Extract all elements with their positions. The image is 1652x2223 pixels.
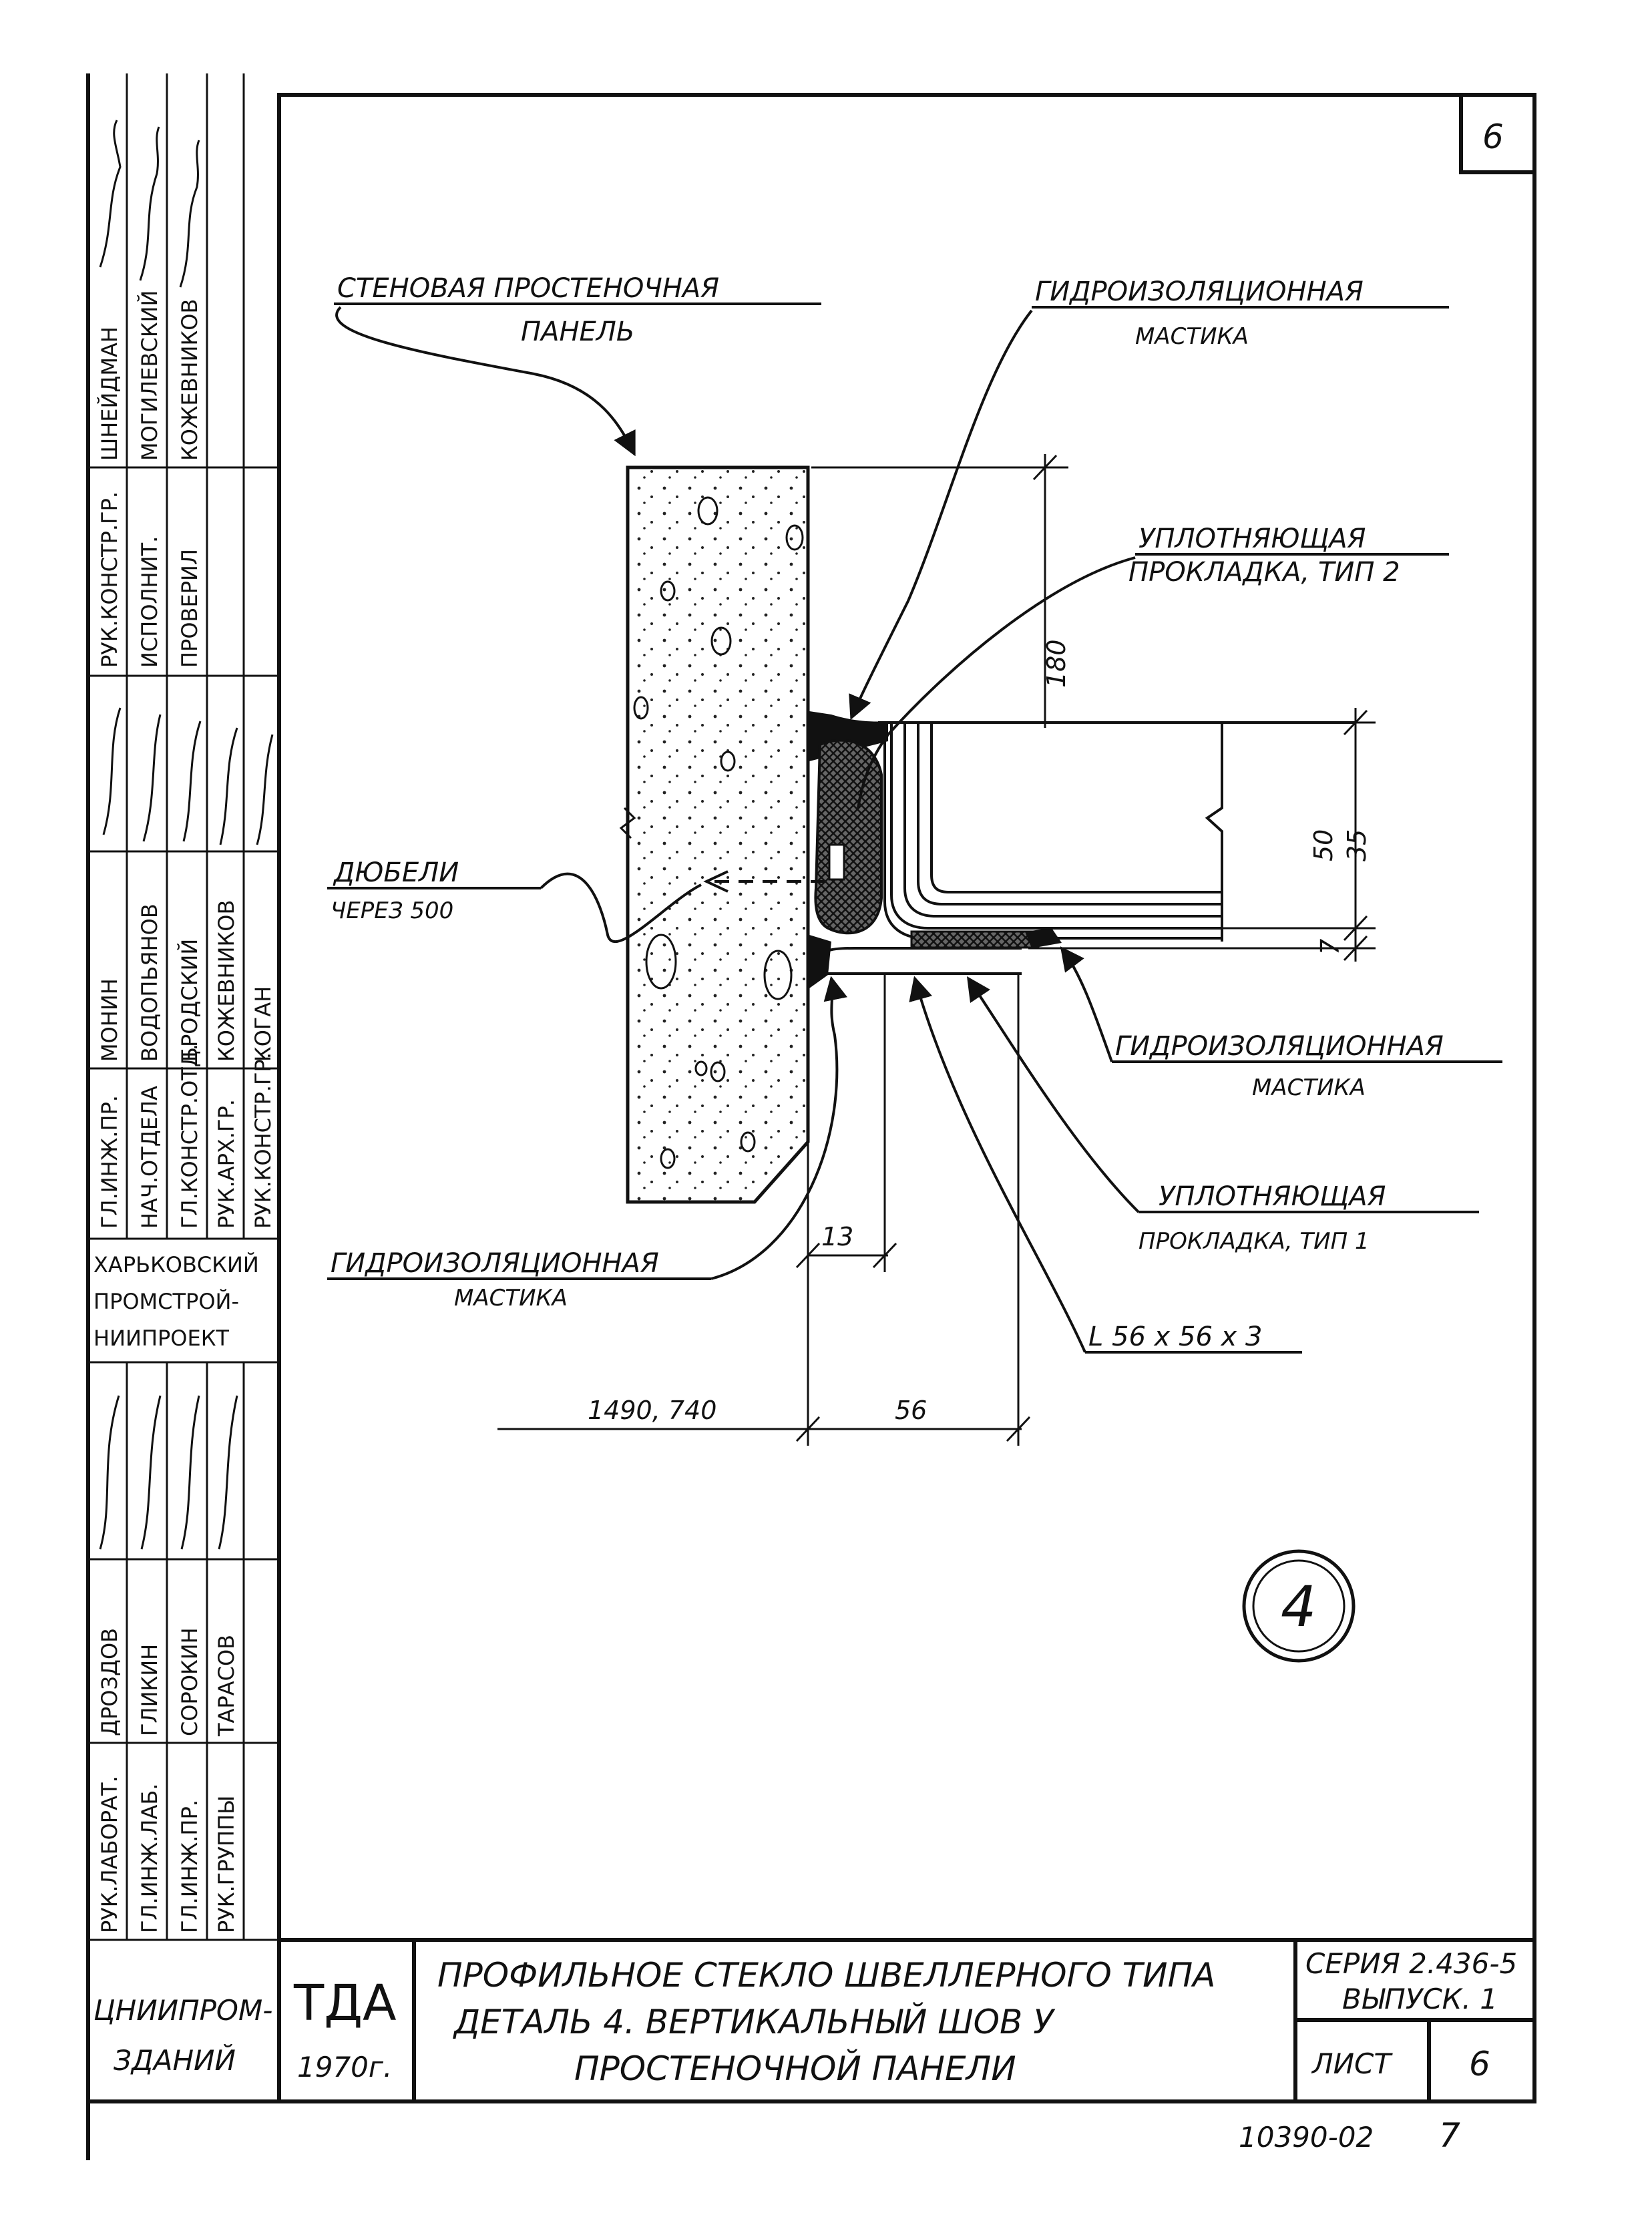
org-line: ХАРЬКОВСКИЙ <box>93 1252 259 1277</box>
dowels-label-1: ДЮБЕЛИ <box>333 857 459 888</box>
archive-number: 10390-02 <box>1239 2121 1374 2154</box>
angle-profile <box>807 947 1022 975</box>
dim-56: 56 <box>895 1396 927 1425</box>
dowels-label-2: ЧЕРЕЗ 500 <box>331 897 453 924</box>
dim-7: 7 <box>1315 939 1345 955</box>
gasket2-label-1: УПЛОТНЯЮЩАЯ <box>1139 524 1366 554</box>
name-cell: МОНИН <box>97 978 122 1062</box>
mastic-right <box>1025 928 1062 948</box>
name-cell: СОРОКИН <box>177 1627 202 1736</box>
name-cell: КОГАН <box>250 986 276 1062</box>
role-cell: НАЧ.ОТДЕЛА <box>137 1086 162 1229</box>
wall-panel-label-2: ПАНЕЛЬ <box>521 317 634 347</box>
role-cell: РУК.АРХ.ГР. <box>214 1099 239 1229</box>
role-cell: РУК.КОНСТР.ГР. <box>250 1052 276 1229</box>
gasket-type-1 <box>910 930 1040 949</box>
lower-signatures <box>99 1395 238 1550</box>
lower-names: ДРОЗДОВ ГЛИКИН СОРОКИН ТАРАСОВ <box>97 1627 239 1737</box>
title-sheet-value: 6 <box>1469 2045 1490 2083</box>
title-issue: ВЫПУСК. 1 <box>1342 1983 1498 2015</box>
title-line-2: ДЕТАЛЬ 4. ВЕРТИКАЛЬНЫЙ ШОВ У <box>453 2002 1056 2041</box>
name-cell: ШНЕЙДМАН <box>97 327 122 461</box>
sheet-frames <box>86 73 1536 2160</box>
name-cell: КОЖЕВНИКОВ <box>177 299 202 461</box>
org-line: НИИПРОЕКТ <box>93 1326 229 1351</box>
mastic-bottom <box>809 935 831 988</box>
mastic-right-label-1: ГИДРОИЗОЛЯЦИОННАЯ <box>1115 1031 1444 1062</box>
org-bottom: ЦНИИПРОМ- ЗДАНИЙ <box>93 1994 272 2077</box>
dim-180: 180 <box>1042 639 1071 688</box>
dim-35: 35 <box>1342 829 1372 861</box>
detail-number: 4 <box>1281 1574 1316 1639</box>
gasket1-label-1: УПЛОТНЯЮЩАЯ <box>1159 1181 1386 1212</box>
org-line: ЦНИИПРОМ- <box>93 1994 272 2027</box>
mastic-bottom-label-2: МАСТИКА <box>454 1285 568 1311</box>
role-cell: РУК.КОНСТР.ГР. <box>97 491 122 668</box>
joint-detail-drawing: 180 50 35 7 13 56 1490, 740 СТЕНОВАЯ ПРО… <box>327 273 1502 1663</box>
role-cell: ИСПОЛНИТ. <box>137 536 162 668</box>
angle-label: L 56 x 56 x 3 <box>1088 1322 1262 1352</box>
name-cell: ГЛИКИН <box>137 1644 162 1736</box>
middle-names: МОНИН ВОДОПЬЯНОВ БРОДСКИЙ КОЖЕВНИКОВ КОГ… <box>97 900 276 1062</box>
name-cell: ВОДОПЬЯНОВ <box>137 903 162 1062</box>
name-cell: ДРОЗДОВ <box>97 1628 122 1736</box>
dowel-head <box>828 843 845 881</box>
role-cell: ГЛ.КОНСТР.ОТД. <box>177 1044 202 1229</box>
role-cell: ГЛ.ИНЖ.ЛАБ. <box>137 1784 162 1933</box>
mastic-top-label-1: ГИДРОИЗОЛЯЦИОННАЯ <box>1035 276 1364 307</box>
dim-50: 50 <box>1309 829 1338 861</box>
name-cell: ТАРАСОВ <box>214 1635 239 1737</box>
panel-aggregate <box>633 496 804 1169</box>
role-cell: РУК.ГРУППЫ <box>214 1796 239 1933</box>
approval-side-table: РУК.КОНСТР.ГР. ИСПОЛНИТ. ПРОВЕРИЛ ШНЕЙДМ… <box>88 73 279 2077</box>
upper-signatures <box>99 120 200 288</box>
wall-panel <box>626 465 810 1204</box>
corner-sheet-number: 6 <box>1482 118 1504 156</box>
title-code: ТДА <box>293 1975 397 2032</box>
title-block: ТДА 1970г. ПРОФИЛЬНОЕ СТЕКЛО ШВЕЛЛЕРНОГО… <box>279 1938 1534 2101</box>
gasket2-label-2: ПРОКЛАДКА, ТИП 2 <box>1128 557 1400 588</box>
archive-page: 7 <box>1439 2116 1460 2155</box>
role-cell: РУК.ЛАБОРАТ. <box>97 1776 122 1933</box>
org-line: ЗДАНИЙ <box>114 2043 236 2077</box>
corner-sheet-number-box: 6 <box>1459 95 1534 174</box>
upper-names: ШНЕЙДМАН МОГИЛЕВСКИЙ КОЖЕВНИКОВ <box>97 290 202 461</box>
detail-number-bubble: 4 <box>1242 1549 1356 1663</box>
middle-signatures <box>102 707 274 845</box>
dimension-lines <box>497 454 1376 1446</box>
dim-13: 13 <box>821 1222 853 1251</box>
name-cell: БРОДСКИЙ <box>177 939 202 1062</box>
title-series: СЕРИЯ 2.436-5 <box>1305 1947 1517 1980</box>
role-cell: ГЛ.ИНЖ.ПР. <box>97 1095 122 1229</box>
org-middle: ХАРЬКОВСКИЙ ПРОМСТРОЙ- НИИПРОЕКТ <box>93 1252 259 1351</box>
title-year: 1970г. <box>297 2051 392 2083</box>
gasket-type-2 <box>814 739 883 935</box>
glass-layers <box>878 721 1356 940</box>
dowel-arrow <box>703 870 729 893</box>
dim-1490: 1490, 740 <box>588 1396 716 1425</box>
name-cell: КОЖЕВНИКОВ <box>214 900 239 1062</box>
middle-roles: ГЛ.ИНЖ.ПР. НАЧ.ОТДЕЛА ГЛ.КОНСТР.ОТД. РУК… <box>97 1044 276 1229</box>
wall-panel-label-1: СТЕНОВАЯ ПРОСТЕНОЧНАЯ <box>337 273 719 304</box>
upper-roles: РУК.КОНСТР.ГР. ИСПОЛНИТ. ПРОВЕРИЛ <box>97 491 202 668</box>
name-cell: МОГИЛЕВСКИЙ <box>137 290 162 461</box>
lower-roles: РУК.ЛАБОРАТ. ГЛ.ИНЖ.ЛАБ. ГЛ.ИНЖ.ПР. РУК.… <box>97 1776 239 1933</box>
leaders <box>327 302 1502 1354</box>
title-line-1: ПРОФИЛЬНОЕ СТЕКЛО ШВЕЛЛЕРНОГО ТИПА <box>437 1956 1215 1995</box>
role-cell: ПРОВЕРИЛ <box>177 549 202 668</box>
panel-break-mark <box>619 807 636 839</box>
footer: 10390-02 7 <box>1239 2116 1460 2155</box>
mastic-right-label-2: МАСТИКА <box>1252 1074 1366 1101</box>
gasket1-label-2: ПРОКЛАДКА, ТИП 1 <box>1139 1228 1370 1255</box>
title-sheet-label: ЛИСТ <box>1311 2047 1393 2080</box>
title-line-3: ПРОСТЕНОЧНОЙ ПАНЕЛИ <box>574 2049 1016 2088</box>
mastic-bottom-label-1: ГИДРОИЗОЛЯЦИОННАЯ <box>331 1248 659 1279</box>
role-cell: ГЛ.ИНЖ.ПР. <box>177 1800 202 1933</box>
mastic-top-label-2: МАСТИКА <box>1135 323 1249 350</box>
glass-break-mark <box>1205 723 1223 942</box>
org-line: ПРОМСТРОЙ- <box>93 1289 239 1314</box>
